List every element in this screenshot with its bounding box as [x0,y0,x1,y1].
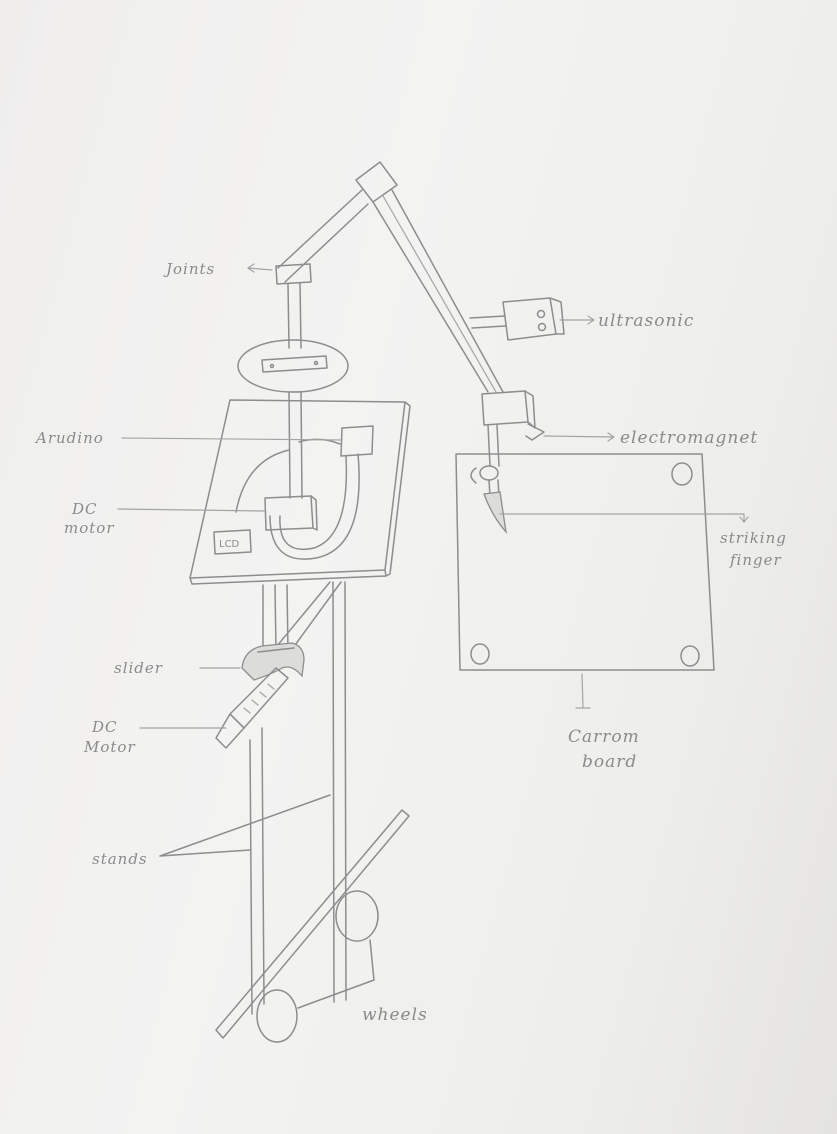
carrom-board [456,454,714,670]
lower-dc-motor [216,668,288,748]
label-stands: stands [92,850,148,868]
control-board [190,400,410,584]
label-dc-motor-top-1: DC [71,500,98,518]
label-dc-motor-bottom-2: Motor [83,738,136,756]
label-striking-finger-1: striking [720,529,787,547]
label-slider: slider [114,659,163,677]
labels: Joints ultrasonic Arudino electromagnet … [34,260,787,1025]
lower-joint [238,264,348,498]
label-ultrasonic: ultrasonic [598,311,694,331]
label-dc-motor-bottom-1: DC [91,718,118,736]
label-carrom-board-2: board [582,752,637,772]
striking-finger [484,492,506,532]
label-carrom-board-1: Carrom [568,727,640,747]
label-joints: Joints [163,260,215,278]
slider [242,643,304,680]
leader-lines [118,264,748,728]
label-arduino: Arudino [34,429,104,447]
label-striking-finger-2: finger [729,551,782,569]
stands [160,728,330,1014]
electromagnet [480,391,544,496]
label-electromagnet: electromagnet [620,428,758,448]
label-lcd: LCD [219,539,240,550]
label-wheels: wheels [362,1005,428,1025]
label-dc-motor-top-2: motor [64,519,114,537]
ultrasonic-sensor [503,298,564,340]
